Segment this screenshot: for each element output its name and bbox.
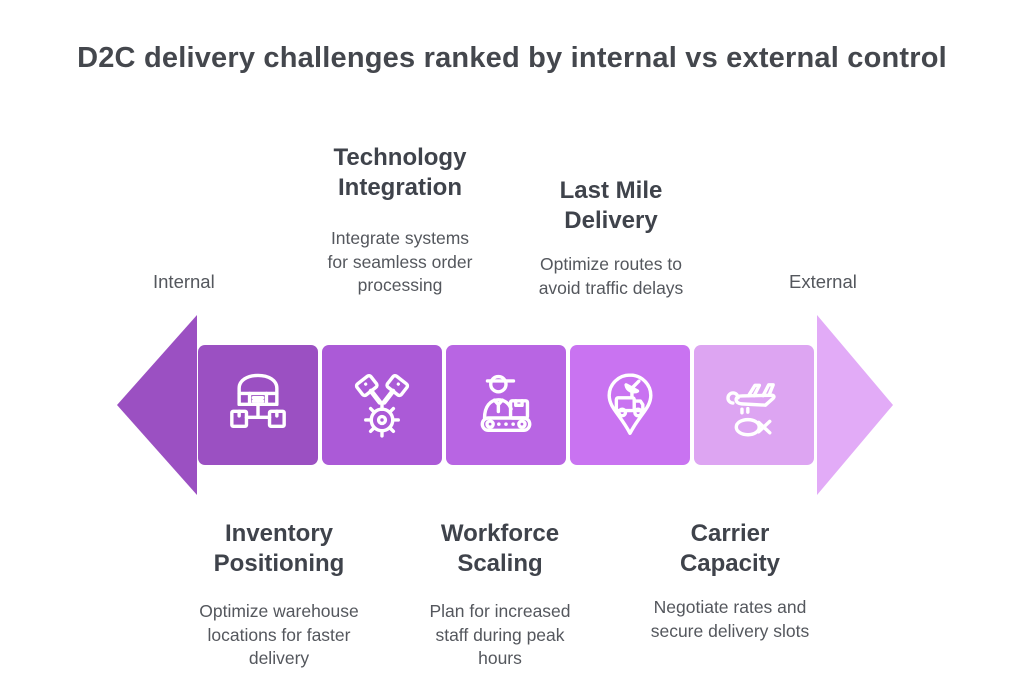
left-arrowhead — [117, 315, 197, 495]
page-title: D2C delivery challenges ranked by intern… — [77, 42, 947, 74]
step-heading-inventory-positioning: Inventory Positioning — [213, 520, 345, 577]
delivery-pin-truck-icon — [607, 373, 653, 435]
warehouse-distribution-icon — [230, 373, 286, 428]
step-desc-inventory-positioning: Optimize warehouse locations for faster … — [199, 601, 359, 668]
step-square-technology-integration — [322, 345, 442, 465]
right-arrowhead — [817, 315, 893, 495]
plane-ship-icon — [726, 383, 776, 437]
step-desc-workforce-scaling: Plan for increased staff during peak hou… — [429, 601, 571, 668]
step-heading-technology-integration: Technology Integration — [333, 144, 467, 201]
worker-conveyor-icon — [480, 374, 532, 433]
right-arrowhead-shape — [817, 315, 893, 495]
step-heading-carrier-capacity: Carrier Capacity — [679, 520, 781, 577]
step-heading-last-mile-delivery: Last Mile Delivery — [559, 177, 663, 234]
internal-label: Internal — [153, 271, 215, 292]
step-desc-last-mile-delivery: Optimize routes to avoid traffic delays — [538, 254, 684, 298]
step-heading-workforce-scaling: Workforce Scaling — [440, 520, 560, 577]
step-square-last-mile-delivery — [570, 345, 690, 465]
step-square-inventory-positioning — [198, 345, 318, 465]
step-desc-carrier-capacity: Negotiate rates and secure delivery slot… — [650, 597, 810, 641]
pistons-gear-icon — [354, 373, 410, 438]
step-square-workforce-scaling — [446, 345, 566, 465]
step-desc-technology-integration: Integrate systems for seamless order pro… — [327, 228, 473, 295]
step-square-carrier-capacity — [694, 345, 814, 465]
external-label: External — [789, 271, 857, 292]
left-arrowhead-shape — [117, 315, 197, 495]
